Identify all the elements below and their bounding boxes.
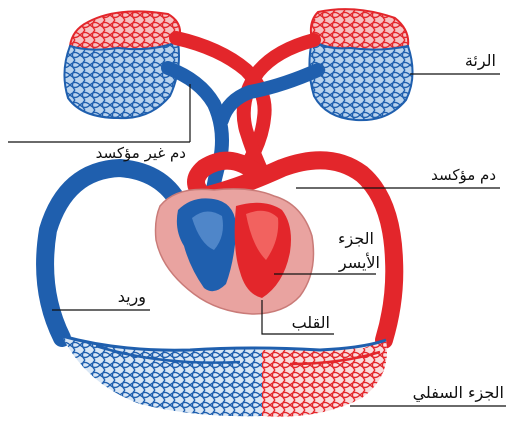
label-deoxygenated-blood: دم غير مؤكسد: [96, 144, 186, 162]
label-vein: وريد: [118, 287, 146, 307]
label-oxygenated-blood: دم مؤكسد: [431, 166, 496, 184]
label-left-side-line2: الأيسر: [338, 252, 380, 273]
label-left-side-line1: الجزء: [338, 229, 374, 249]
label-heart: القلب: [292, 313, 330, 332]
heart: [156, 189, 314, 314]
right-lung: [309, 9, 412, 120]
label-lower-part: الجزء السفلي: [413, 383, 504, 403]
label-lung: الرئة: [465, 51, 496, 71]
lower-capillary-bed: [62, 336, 387, 417]
